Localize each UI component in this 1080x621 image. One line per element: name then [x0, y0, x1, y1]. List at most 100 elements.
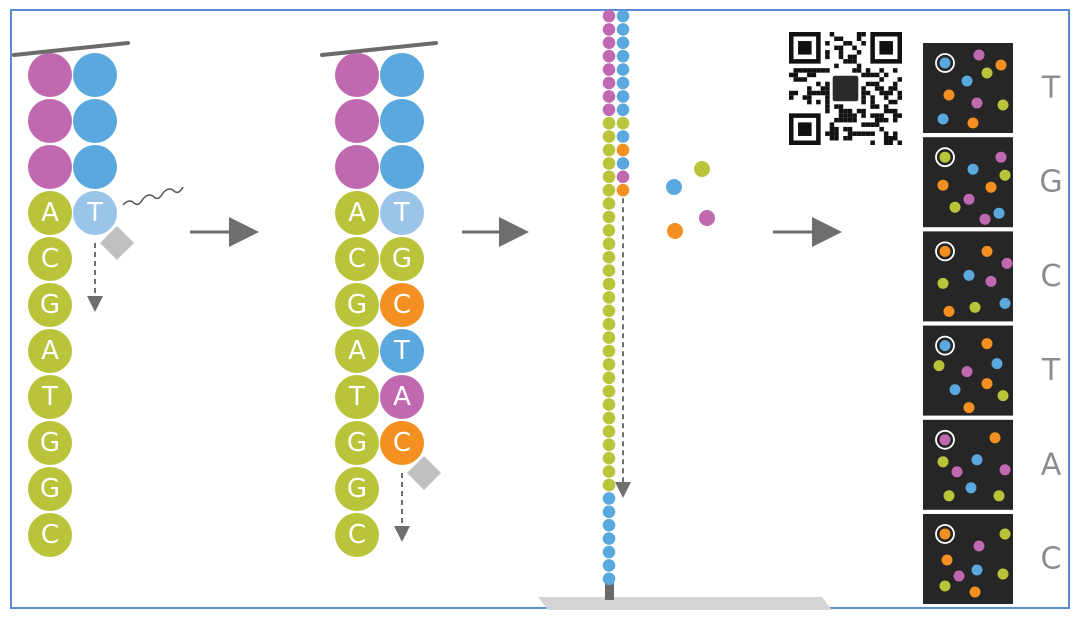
qr-module — [798, 68, 803, 73]
qr-module — [843, 135, 848, 141]
template-base-label: G — [347, 428, 367, 458]
incorporated-nucleotide — [380, 283, 424, 327]
cluster-dot — [933, 360, 945, 372]
cluster-dot — [961, 366, 973, 378]
qr-module — [825, 50, 830, 55]
qr-module — [856, 50, 862, 55]
cluster-dot — [993, 207, 1005, 219]
qr-module — [874, 81, 880, 87]
highlighted-cluster — [939, 245, 951, 257]
primer-nucleotide — [73, 145, 117, 189]
qr-center-logo — [831, 74, 860, 103]
qr-module — [897, 140, 902, 145]
qr-module — [793, 68, 799, 73]
strand-nucleotide — [602, 451, 616, 465]
cluster-dot — [971, 454, 983, 466]
qr-module — [816, 68, 821, 73]
anchor-bar — [320, 41, 438, 57]
cluster-dot — [995, 59, 1007, 71]
qr-module — [892, 117, 898, 123]
incorporated-nucleotide — [380, 421, 424, 465]
qr-module — [847, 117, 853, 123]
panel-3-long-strand — [538, 9, 832, 610]
incorporated-base-label: A — [393, 382, 411, 412]
template-nucleotide — [28, 329, 72, 373]
strand-nucleotide — [602, 291, 616, 304]
qr-module — [874, 113, 880, 118]
strand-nucleotide — [602, 411, 616, 425]
qr-module — [847, 131, 853, 136]
qr-module — [861, 41, 866, 46]
template-base-label: C — [348, 520, 366, 550]
qr-module — [829, 32, 835, 37]
strand-nucleotide — [602, 492, 616, 505]
template-base-label: A — [348, 336, 366, 366]
strand-nucleotide — [602, 559, 616, 572]
incorporated-nucleotide — [380, 237, 424, 281]
qr-module — [807, 72, 812, 78]
qr-module — [825, 99, 830, 105]
incorporated-nucleotide — [616, 76, 630, 90]
qr-module — [807, 90, 812, 96]
cluster-dot — [949, 201, 961, 213]
qr-module — [834, 45, 839, 51]
cluster-dot — [973, 49, 985, 61]
cluster-dot — [949, 384, 961, 396]
qr-module — [879, 86, 884, 91]
qr-module — [847, 41, 853, 46]
qr-module — [847, 126, 853, 132]
incorporated-nucleotide — [380, 191, 424, 235]
incorporated-base-label: C — [393, 428, 411, 458]
qr-module — [843, 108, 848, 114]
fluorescence-frame — [923, 514, 1013, 604]
incorporated-nucleotide — [616, 63, 630, 76]
qr-module — [861, 122, 866, 127]
template-nucleotide — [335, 237, 379, 281]
incorporated-base-label: G — [392, 244, 412, 274]
qr-module — [865, 122, 871, 127]
qr-module — [825, 108, 830, 114]
qr-module — [870, 81, 875, 87]
qr-module — [843, 113, 848, 118]
qr-module — [861, 131, 866, 136]
free-nucleotide — [694, 161, 710, 177]
cluster-dot — [963, 193, 975, 205]
qr-module — [883, 117, 889, 123]
cluster-dot — [999, 464, 1011, 476]
qr-module — [870, 140, 875, 145]
cluster-dot — [971, 564, 983, 576]
qr-module — [883, 135, 889, 141]
strand-nucleotide — [602, 76, 616, 90]
qr-module — [897, 95, 902, 100]
cluster-dot — [999, 528, 1011, 540]
cluster-dot — [981, 338, 993, 350]
qr-module — [883, 131, 889, 136]
template-base-label: T — [348, 382, 365, 412]
qr-module — [843, 41, 848, 46]
incorporated-nucleotide — [616, 9, 630, 23]
highlighted-cluster — [939, 434, 951, 446]
qr-module — [874, 117, 880, 123]
qr-finder — [879, 41, 893, 55]
qr-module — [892, 135, 898, 141]
strand-nucleotide — [602, 572, 616, 586]
qr-module — [834, 126, 839, 132]
qr-module — [825, 104, 830, 109]
highlighted-cluster — [939, 528, 951, 540]
qr-module — [856, 63, 862, 69]
qr-module — [852, 131, 857, 136]
template-base-label: C — [41, 520, 59, 550]
qr-module — [888, 86, 893, 91]
cluster-dot — [961, 75, 973, 87]
template-nucleotide — [335, 191, 379, 235]
template-nucleotide — [28, 283, 72, 327]
cluster-dot — [967, 163, 979, 175]
qr-module — [897, 113, 902, 118]
strand-nucleotide — [602, 143, 616, 157]
primer-nucleotide — [73, 99, 117, 143]
incorporated-nucleotide — [616, 49, 630, 63]
highlighted-cluster — [939, 151, 951, 163]
qr-module — [825, 68, 830, 73]
